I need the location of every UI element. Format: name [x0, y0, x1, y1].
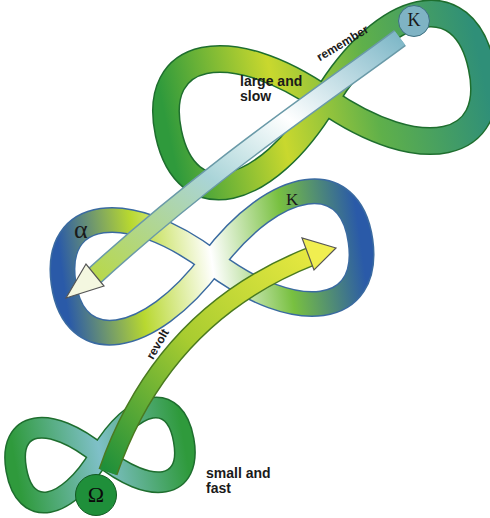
revolt-band — [108, 256, 312, 472]
scale-label: small and fast — [206, 466, 296, 497]
omega-circle: Ω — [75, 474, 117, 516]
node-text: Ω — [88, 483, 104, 507]
node-text: K — [408, 11, 421, 31]
alpha-label: α — [74, 216, 88, 245]
revolt-band-fill — [108, 256, 312, 472]
scale-label: large and slow — [240, 74, 330, 105]
revolt-arrowhead — [302, 238, 336, 270]
remember-arrowhead — [66, 264, 104, 298]
small-loop — [10, 403, 190, 506]
remember-band-fill — [92, 38, 400, 278]
k-circle: K — [398, 5, 430, 37]
remember-band — [92, 38, 400, 278]
k-label: K — [286, 191, 298, 210]
